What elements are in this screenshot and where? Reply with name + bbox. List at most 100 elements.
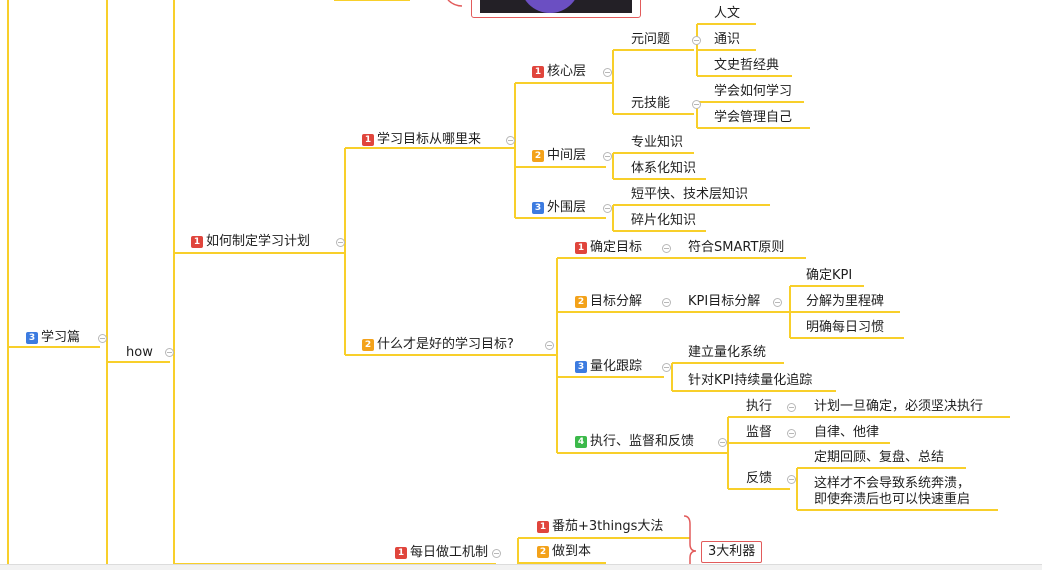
node-core-layer[interactable]: 1 核心层 — [532, 64, 586, 80]
image-connector-arc — [447, 0, 463, 7]
node-label: 核心层 — [547, 64, 587, 79]
node-label: 符合SMART原则 — [688, 240, 785, 255]
node-no-collapse[interactable]: 这样才不会导致系统奔溃， 即使奔溃后也可以快速重启 — [814, 476, 970, 508]
embedded-image-thumbnail — [480, 0, 632, 13]
node-quantify-tracking[interactable]: 3 量化跟踪 — [575, 359, 642, 375]
embedded-image-node[interactable] — [471, 0, 641, 18]
node-label: 自律、他律 — [814, 425, 880, 440]
node-label: 通识 — [714, 32, 741, 47]
priority-badge-1: 1 — [362, 134, 374, 146]
priority-badge-4: 4 — [575, 436, 587, 448]
priority-badge-1: 1 — [532, 66, 544, 78]
node-label: 元技能 — [631, 96, 671, 111]
node-how[interactable]: how — [126, 345, 153, 361]
collapse-toggle-icon[interactable] — [603, 152, 612, 161]
node-self-management[interactable]: 学会管理自己 — [714, 110, 792, 126]
summary-brace — [683, 515, 697, 569]
node-label: 计划一旦确定，必须坚决执行 — [814, 399, 984, 414]
collapse-toggle-icon[interactable] — [787, 475, 796, 484]
node-quick-skills[interactable]: 短平快、技术层知识 — [631, 187, 748, 203]
collapse-toggle-icon[interactable] — [692, 36, 701, 45]
node-kpi-tracking[interactable]: 针对KPI持续量化追踪 — [688, 373, 812, 389]
node-label: 专业知识 — [631, 135, 684, 150]
node-review[interactable]: 定期回顾、复盘、总结 — [814, 450, 944, 466]
node-daily-habit[interactable]: 明确每日习惯 — [806, 320, 884, 336]
node-supervise[interactable]: 监督 — [746, 425, 772, 441]
node-goal-source[interactable]: 1 学习目标从哪里来 — [362, 132, 481, 148]
node-label: 外围层 — [547, 200, 587, 215]
node-smart[interactable]: 符合SMART原则 — [688, 240, 784, 256]
collapse-toggle-icon[interactable] — [492, 549, 501, 558]
node-label: how — [126, 345, 153, 360]
node-label: 明确每日习惯 — [806, 320, 885, 335]
node-label: 做到本 — [552, 544, 592, 559]
priority-badge-1: 1 — [395, 547, 407, 559]
collapse-toggle-icon[interactable] — [662, 244, 671, 253]
node-execute-detail[interactable]: 计划一旦确定，必须坚决执行 — [814, 399, 983, 415]
node-systematic-knowledge[interactable]: 体系化知识 — [631, 161, 696, 177]
node-do-it[interactable]: 2 做到本 — [537, 544, 591, 560]
collapse-toggle-icon[interactable] — [662, 298, 671, 307]
collapse-toggle-icon[interactable] — [336, 238, 345, 247]
node-classics[interactable]: 文史哲经典 — [714, 58, 779, 74]
node-label: 元问题 — [631, 32, 671, 47]
node-label: 分解为里程碑 — [806, 294, 885, 309]
node-label: 目标分解 — [590, 294, 643, 309]
node-label: 中间层 — [547, 148, 587, 163]
node-supervise-detail[interactable]: 自律、他律 — [814, 425, 879, 441]
node-execute[interactable]: 执行 — [746, 399, 772, 415]
node-set-goal[interactable]: 1 确定目标 — [575, 240, 642, 256]
collapse-toggle-icon[interactable] — [603, 68, 612, 77]
node-outer-layer[interactable]: 3 外围层 — [532, 200, 586, 216]
node-kpi-breakdown[interactable]: KPI目标分解 — [688, 294, 760, 310]
node-feedback[interactable]: 反馈 — [746, 471, 772, 487]
node-label: 碎片化知识 — [631, 213, 697, 228]
collapse-toggle-icon[interactable] — [662, 363, 671, 372]
node-label: 确定KPI — [806, 268, 853, 283]
node-study-section[interactable]: 3 学习篇 — [26, 330, 80, 346]
node-meta-question[interactable]: 元问题 — [631, 32, 670, 48]
node-label: 执行、监督和反馈 — [590, 434, 695, 449]
node-label: KPI目标分解 — [688, 294, 761, 309]
node-humanities[interactable]: 人文 — [714, 6, 740, 22]
node-goal-breakdown[interactable]: 2 目标分解 — [575, 294, 642, 310]
priority-badge-2: 2 — [532, 150, 544, 162]
node-general-knowledge[interactable]: 通识 — [714, 32, 740, 48]
node-execution-feedback[interactable]: 4 执行、监督和反馈 — [575, 434, 694, 450]
collapse-toggle-icon[interactable] — [98, 334, 107, 343]
node-professional-knowledge[interactable]: 专业知识 — [631, 135, 683, 151]
node-meta-skill[interactable]: 元技能 — [631, 96, 670, 112]
collapse-toggle-icon[interactable] — [506, 136, 515, 145]
collapse-toggle-icon[interactable] — [603, 204, 612, 213]
node-label-line-2: 即使奔溃后也可以快速重启 — [814, 492, 971, 507]
summary-label-box[interactable]: 3大利器 — [701, 541, 763, 563]
node-label: 建立量化系统 — [688, 345, 767, 360]
priority-badge-3: 3 — [532, 202, 544, 214]
node-daily-work[interactable]: 1 每日做工机制 — [395, 545, 488, 561]
node-quant-system[interactable]: 建立量化系统 — [688, 345, 766, 361]
collapse-toggle-icon[interactable] — [773, 298, 782, 307]
collapse-toggle-icon[interactable] — [545, 341, 554, 350]
node-good-goal[interactable]: 2 什么才是好的学习目标? — [362, 337, 514, 353]
priority-badge-1: 1 — [575, 242, 587, 254]
node-fragmented-knowledge[interactable]: 碎片化知识 — [631, 213, 696, 229]
horizontal-scrollbar-track[interactable] — [0, 564, 1042, 570]
node-label: 体系化知识 — [631, 161, 697, 176]
collapse-toggle-icon[interactable] — [718, 438, 727, 447]
summary-label: 3大利器 — [708, 544, 756, 559]
node-make-plan[interactable]: 1 如何制定学习计划 — [191, 234, 310, 250]
node-label: 确定目标 — [590, 240, 643, 255]
node-tomato[interactable]: 1 番茄+3things大法 — [537, 519, 663, 535]
collapse-toggle-icon[interactable] — [165, 348, 174, 357]
node-milestones[interactable]: 分解为里程碑 — [806, 294, 884, 310]
priority-badge-2: 2 — [537, 546, 549, 558]
collapse-toggle-icon[interactable] — [787, 403, 796, 412]
priority-badge-2: 2 — [575, 296, 587, 308]
collapse-toggle-icon[interactable] — [787, 429, 796, 438]
node-label: 学习目标从哪里来 — [377, 132, 482, 147]
collapse-toggle-icon[interactable] — [692, 100, 701, 109]
node-learn-how-to-learn[interactable]: 学会如何学习 — [714, 84, 792, 100]
node-middle-layer[interactable]: 2 中间层 — [532, 148, 586, 164]
node-define-kpi[interactable]: 确定KPI — [806, 268, 852, 284]
